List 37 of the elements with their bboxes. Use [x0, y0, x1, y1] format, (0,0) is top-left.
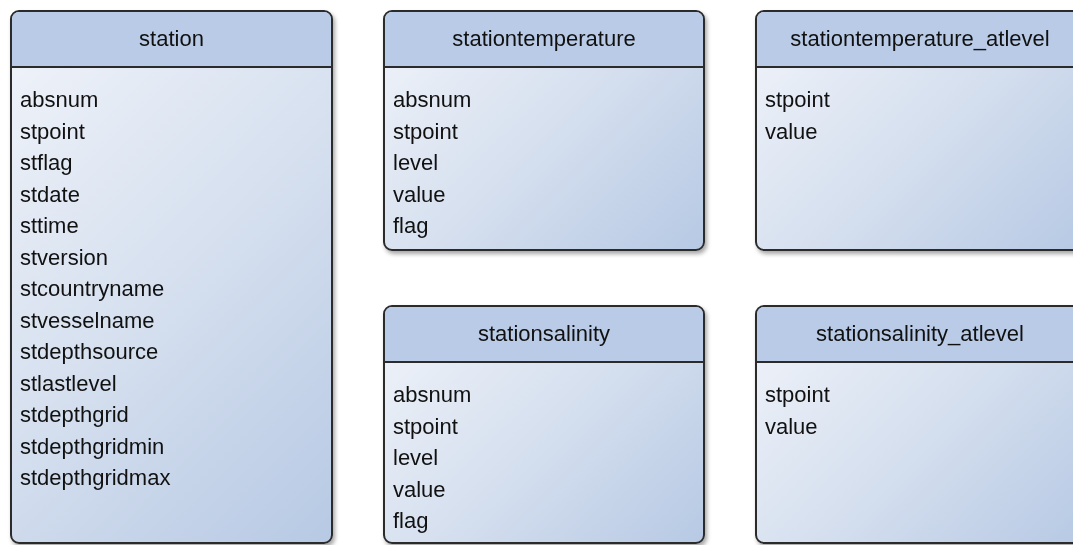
field-name: sttime [20, 212, 79, 240]
field-name: flag [393, 507, 429, 535]
field-name: stdepthgridmin [20, 432, 165, 461]
table-title: stationtemperature [452, 26, 636, 52]
field-name: absnum [20, 86, 99, 114]
field-name: stlastlevel [20, 369, 117, 398]
field-name: stpoint [765, 86, 830, 114]
field-name: stflag [20, 149, 73, 177]
table-title: stationsalinity_atlevel [816, 321, 1024, 347]
table-title: stationtemperature_atlevel [790, 26, 1050, 52]
table-box [10, 10, 333, 544]
field-name: value [393, 475, 446, 504]
field-name: absnum [393, 381, 472, 409]
field-name: stdepthgridmax [20, 464, 171, 492]
field-name: flag [393, 212, 429, 240]
field-name: level [393, 149, 439, 177]
field-name: stpoint [765, 381, 830, 409]
field-name: stpoint [393, 117, 458, 146]
field-name: stpoint [393, 412, 458, 441]
field-name: stcountryname [20, 275, 165, 303]
table-box [383, 305, 705, 544]
table-box [755, 305, 1073, 544]
table-title: stationsalinity [477, 321, 611, 347]
field-name: stdepthgrid [20, 401, 129, 429]
field-name: stdate [20, 180, 80, 209]
field-name: value [765, 412, 818, 441]
table-title: station [139, 26, 204, 52]
table-box [755, 10, 1073, 251]
field-name: level [393, 444, 439, 472]
field-name: value [765, 117, 818, 146]
field-name: stpoint [20, 117, 85, 146]
field-name: absnum [393, 86, 472, 114]
table-box [383, 10, 705, 251]
field-name: stdepthsource [20, 338, 159, 366]
field-name: stvesselname [20, 306, 155, 335]
field-name: value [393, 180, 446, 209]
field-name: stversion [20, 243, 109, 272]
